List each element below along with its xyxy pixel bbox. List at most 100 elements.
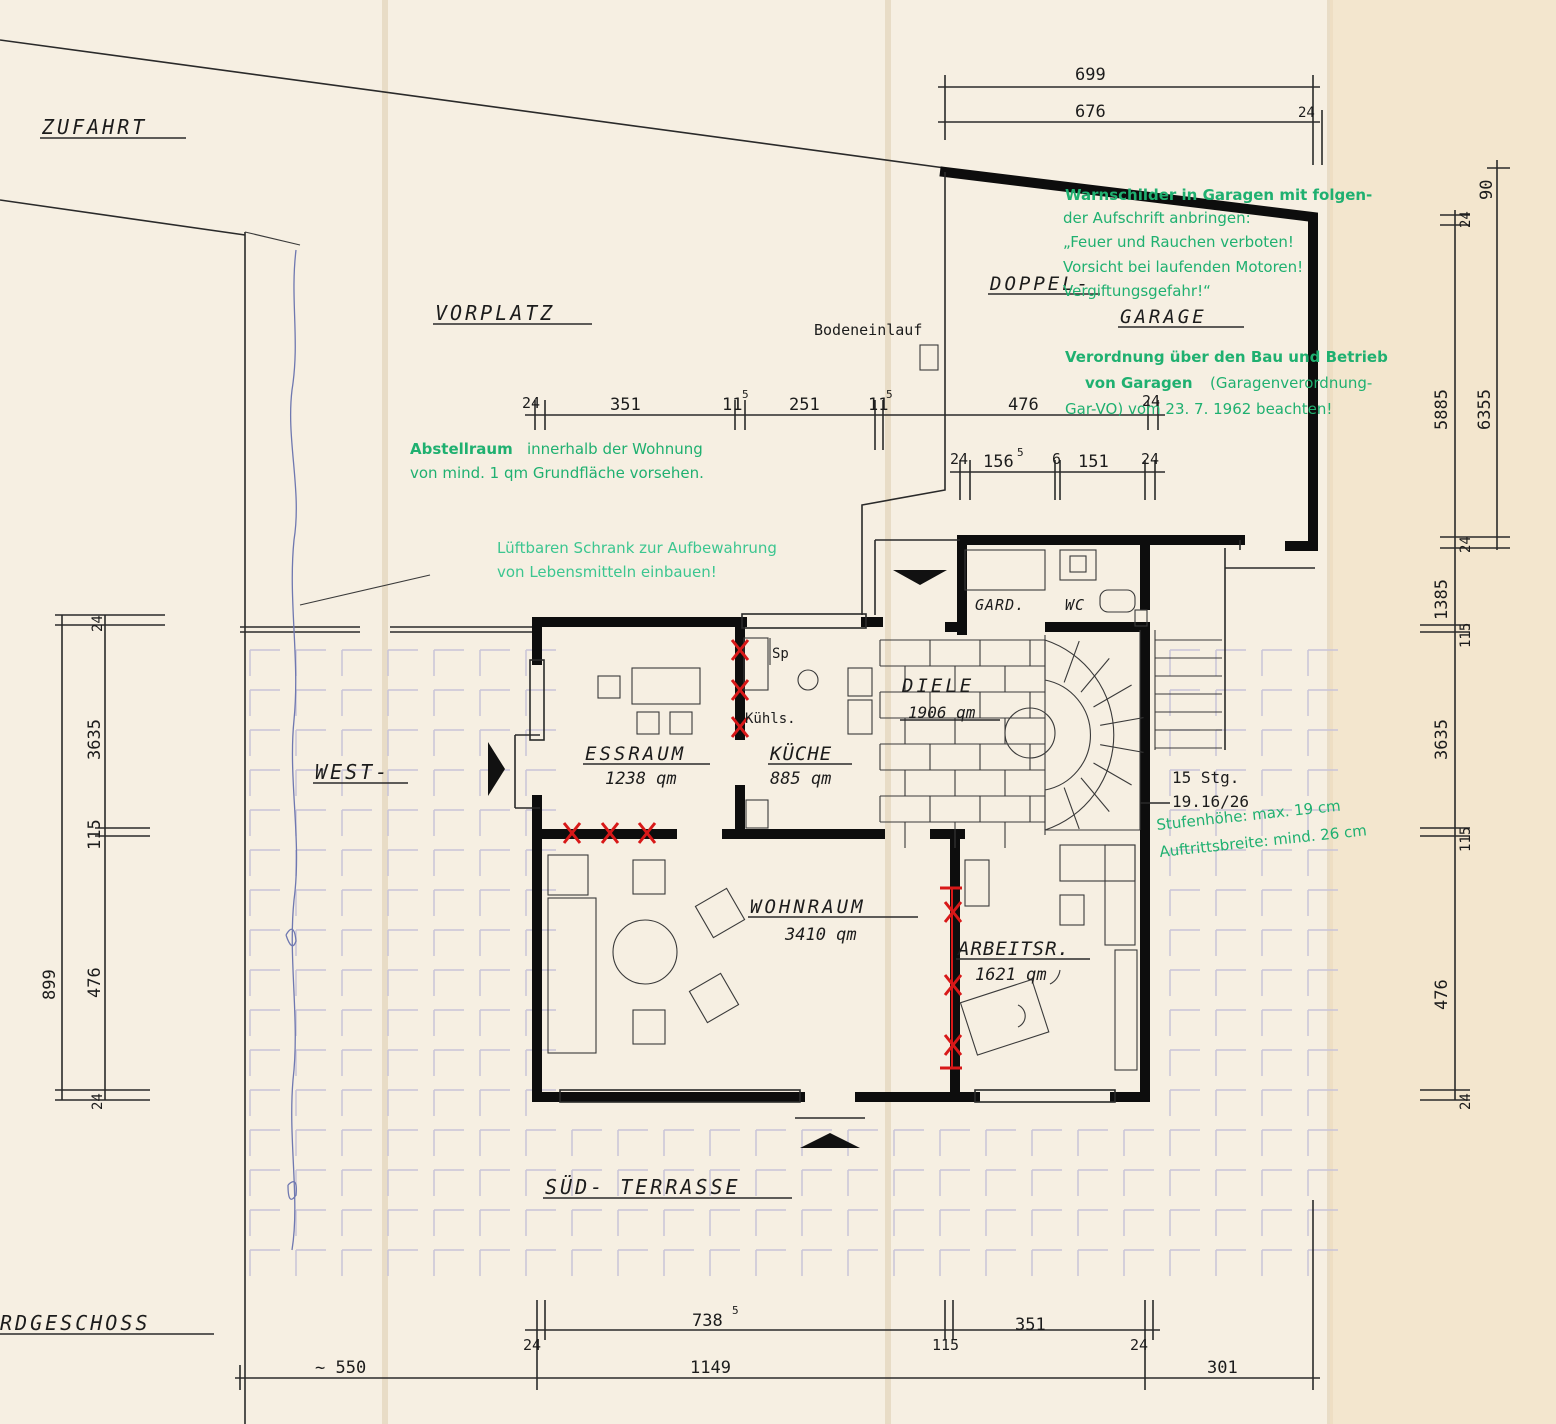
note-garage-line5: Vergiftungsgefahr!“ [1063,282,1211,300]
dim-b-351: 351 [1015,1315,1046,1335]
label-geschoss: RDGESCHOSS [0,1311,150,1335]
dim-b-115: 115 [932,1336,959,1354]
terrace-paving-grid [249,649,1338,1276]
drawing-line [637,822,657,844]
room-wc: WC [1065,596,1085,614]
dim-g-151: 151 [1078,452,1109,472]
label-west: WEST- [315,760,390,784]
room-kueche: KÜCHE [769,742,832,765]
dim-top-699: 699 [1075,65,1106,85]
dim-r-115b: 115 [1458,827,1474,852]
drawing-line [1063,640,1080,683]
label-zufahrt: ZUFAHRT [41,115,147,139]
dim-r-6355: 6355 [1475,389,1495,430]
dim-v-11b: 11 [868,395,888,415]
stair-labels: 15 Stg. 19.16/26 [1172,768,1249,811]
room-kueche-area: 885 qm [770,769,831,789]
dim-v-5: 5 [742,388,749,401]
diele-floor-tiles [879,639,1045,848]
room-arbeitsr-area: 1621 qm [975,965,1047,985]
drawing-line [1093,684,1132,708]
dim-l-115: 115 [85,819,105,850]
dim-b-24: 24 [523,1336,541,1354]
dim-b-738: 738 [692,1311,723,1331]
stair-count: 15 Stg. [1172,768,1239,787]
dim-v-476: 476 [1008,395,1039,415]
dim-top-676: 676 [1075,102,1106,122]
dim-r-90: 90 [1477,180,1497,200]
dim-l-24b: 24 [90,1093,106,1110]
dim-g-6: 6 [1052,450,1061,468]
note-abstellraum-line2: von mind. 1 qm Grundfläche vorsehen. [410,464,704,482]
drawing-line [1080,658,1110,693]
dim-b-550: ~ 550 [315,1358,366,1378]
dim-v-5b: 5 [886,388,893,401]
drawing-line [1063,787,1080,830]
drawing-line [1100,717,1144,726]
note-vo-line2b: (Garagenverordnung- [1210,374,1372,392]
access-road-lines [0,39,946,1424]
drawing-line [562,822,582,844]
green-notes: Warnschilder in Garagen mit folgen- der … [410,186,1388,861]
window-openings [514,613,1116,1103]
dim-v-251: 251 [789,395,820,415]
dim-v-11: 11 [722,395,742,415]
note-schrank-line1: Lüftbaren Schrank zur Aufbewahrung [497,539,777,557]
dim-r-24c: 24 [1458,1093,1474,1110]
dim-r-24: 24 [1458,211,1474,228]
dim-v-24b: 24 [1142,392,1160,410]
stair-ratio: 19.16/26 [1172,792,1249,811]
room-arbeitsr: ARBEITSR. [957,938,1070,960]
dim-r-476: 476 [1432,979,1452,1010]
drawing-line [1093,762,1132,786]
drawing-line [730,639,750,661]
note-schrank-line2: von Lebensmitteln einbauen! [497,563,717,581]
drawing-line [730,679,750,701]
paper-folds [382,0,1556,1424]
dim-r-115: 115 [1458,623,1474,648]
dim-b-24b: 24 [1130,1336,1148,1354]
note-vo-line2a: von Garagen [1085,374,1193,392]
building-walls [532,166,1318,1102]
note-garage-line4: Vorsicht bei laufenden Motoren! [1063,258,1303,276]
dim-l-476: 476 [85,967,105,998]
label-bodeneinlauf: Bodeneinlauf [814,321,922,339]
pencil-planting-marks [285,249,298,1251]
drawing-line [1100,744,1144,753]
spiral-staircase [1004,630,1222,835]
room-gard: GARD. [975,596,1025,614]
label-vorplatz: VORPLATZ [435,301,555,325]
dim-g-156: 156 [983,452,1014,472]
room-essraum-area: 1238 qm [605,769,677,789]
drawing-line [943,1034,963,1056]
entrance-lines [861,172,1315,750]
room-wohnraum: WOHNRAUM [750,896,866,918]
drawing-line [943,901,963,923]
site-labels: ZUFAHRT VORPLATZ WEST- SÜD- TERRASSE RDG… [0,115,922,1335]
dimension-texts: 699 676 24 24 351 11 5 251 11 5 476 24 2… [40,65,1497,1378]
dim-v-351: 351 [610,395,641,415]
drawing-line [600,822,620,844]
room-diele-area: 1906 qm [908,703,976,722]
entrance-arrows [488,570,947,1148]
dim-g-24b: 24 [1141,450,1159,468]
note-garage-line3: „Feuer und Rauchen verboten! [1063,233,1294,251]
dim-g-5: 5 [1017,446,1024,459]
dim-r-1385: 1385 [1432,579,1452,620]
dim-l-899: 899 [40,969,60,1000]
dim-b-301: 301 [1207,1358,1238,1378]
note-garage-line1: Warnschilder in Garagen mit folgen- [1065,186,1372,204]
note-abstellraum-line1a: Abstellraum [410,440,513,458]
dim-v-24: 24 [522,394,540,412]
label-kuehls: Kühls. [745,711,796,727]
dim-g-24: 24 [950,450,968,468]
room-essraum: ESSRAUM [585,743,686,765]
dim-l-3635: 3635 [85,719,105,760]
dim-b-1149: 1149 [690,1358,731,1378]
drawing-line [1080,777,1110,812]
label-sp: Sp [772,646,789,662]
dim-l-24: 24 [90,615,106,632]
furniture [547,549,1148,1071]
note-abstellraum-line1b: innerhalb der Wohnung [527,440,703,458]
room-diele: DIELE [901,675,974,697]
